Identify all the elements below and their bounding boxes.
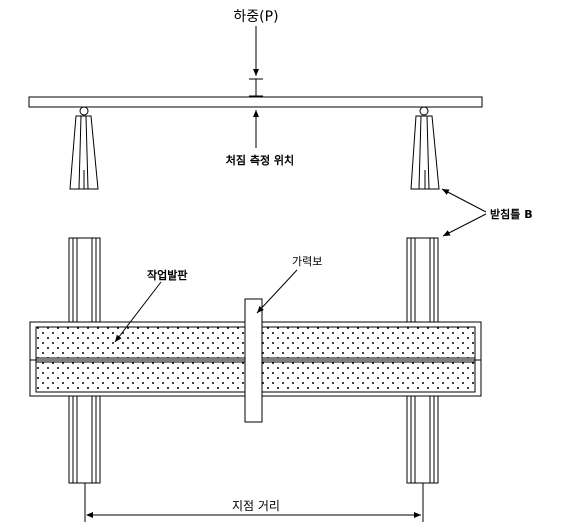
loading-beam [244, 298, 263, 423]
span-label: 지점 거리 [232, 499, 280, 513]
work-plank-label: 작업발판 [147, 268, 187, 282]
loading-beam-label: 가력보 [292, 255, 322, 268]
support-leader-lower [442, 213, 487, 237]
load-pad [249, 78, 263, 97]
left-support [69, 106, 99, 190]
loading-beam-leader [256, 269, 298, 314]
right-support [410, 106, 440, 190]
load-label: 하중(P) [233, 9, 278, 25]
work-plank-leader [114, 281, 162, 343]
deflection-point-label: 처짐 측정 위치 [226, 153, 294, 167]
support-b-label: 받침틀 B [490, 207, 533, 221]
elevation-view [28, 26, 487, 237]
test-beam [28, 96, 483, 108]
support-leader-upper [441, 188, 487, 213]
plan-view [29, 237, 482, 522]
